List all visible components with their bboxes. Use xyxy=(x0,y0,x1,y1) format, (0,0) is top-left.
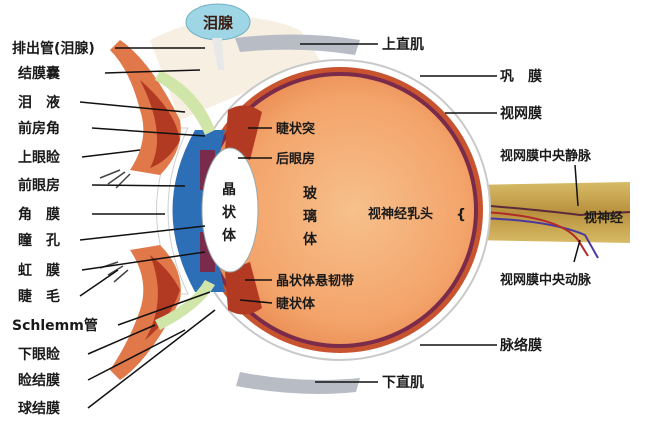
ciliary-body-upper xyxy=(225,105,262,160)
label-anterior-chamber-angle: 前房角 xyxy=(18,120,60,137)
label-pupil: 瞳 孔 xyxy=(18,232,60,249)
label-choroid: 脉络膜 xyxy=(499,337,542,354)
label-vitreous-3: 体 xyxy=(303,231,318,248)
lens-shape xyxy=(201,147,259,273)
leader-anterior-chamber xyxy=(91,184,186,187)
upper-eyelid-tarsus xyxy=(140,80,180,168)
label-ciliary-body: 睫状体 xyxy=(276,296,316,312)
label-ciliary-process: 睫状突 xyxy=(276,121,315,137)
leader-conjunctival-sac xyxy=(104,69,201,74)
label-lacrimal-gland: 泪腺 xyxy=(203,14,234,32)
leader-iris xyxy=(81,251,206,271)
superior-rectus-muscle xyxy=(235,34,360,55)
leader-central-vein xyxy=(574,164,579,207)
leader-lower-eyelid xyxy=(87,324,156,355)
label-vitreous-2: 璃 xyxy=(303,208,317,225)
label-palpebral-conjunctiva: 睑结膜 xyxy=(18,372,60,389)
label-optic-disc-brace: { xyxy=(456,207,466,223)
leader-pupil xyxy=(79,225,206,241)
lacrimal-duct-shape xyxy=(212,38,224,70)
leader-bulbar-conj xyxy=(87,309,216,409)
label-lens-1: 晶 xyxy=(222,182,236,198)
label-retina: 视网膜 xyxy=(500,105,542,122)
label-schlemm-canal: Schlemm管 xyxy=(12,317,98,334)
label-upper-eyelid: 上眼睑 xyxy=(18,149,60,166)
label-lens-3: 体 xyxy=(222,227,237,244)
leader-chamber-angle xyxy=(91,127,206,137)
label-conjunctival-sac: 结膜囊 xyxy=(18,65,61,82)
leader-tears xyxy=(79,101,186,113)
artery-red-vessel xyxy=(481,211,589,257)
label-eyelash: 睫 毛 xyxy=(18,288,60,305)
label-central-retinal-artery: 视网膜中央动脉 xyxy=(500,272,592,288)
label-zonule: 晶状体悬韧带 xyxy=(276,273,354,289)
label-bulbar-conjunctiva: 球结膜 xyxy=(18,400,60,417)
central-artery-vessel xyxy=(477,217,599,259)
label-vitreous-1: 玻 xyxy=(303,185,318,202)
central-vein-vessel xyxy=(477,204,631,217)
label-cornea: 角 膜 xyxy=(18,206,60,223)
label-lacrimal-duct: 排出管(泪腺) xyxy=(12,40,95,57)
leader-central-artery xyxy=(573,239,581,263)
leader-palpebral-conj xyxy=(87,329,186,381)
label-lower-eyelid: 下眼睑 xyxy=(18,346,60,363)
lower-conjunctiva xyxy=(155,280,215,330)
label-optic-disc: 视神经乳头 xyxy=(368,206,433,222)
leader-ciliary-body xyxy=(239,299,273,304)
leader-upper-eyelid xyxy=(81,149,141,158)
leader-schlemm xyxy=(117,291,211,326)
label-superior-rectus: 上直肌 xyxy=(382,36,424,53)
label-posterior-chamber: 后眼房 xyxy=(276,151,315,167)
label-sclera: 巩 膜 xyxy=(500,68,542,85)
label-optic-nerve: 视神经 xyxy=(584,210,623,226)
vitreous-body xyxy=(206,76,474,344)
leader-eyelash xyxy=(79,269,119,297)
label-central-retinal-vein: 视网膜中央静脉 xyxy=(500,148,592,164)
upper-conjunctiva xyxy=(155,70,215,135)
label-lens-2: 状 xyxy=(222,204,237,221)
lower-eyelid-tarsus xyxy=(145,255,180,340)
inferior-rectus-muscle xyxy=(236,372,360,394)
label-anterior-chamber: 前眼房 xyxy=(18,177,60,194)
label-tears: 泪 液 xyxy=(18,94,61,111)
label-inferior-rectus: 下直肌 xyxy=(382,374,424,391)
label-iris: 虹 膜 xyxy=(18,262,60,279)
